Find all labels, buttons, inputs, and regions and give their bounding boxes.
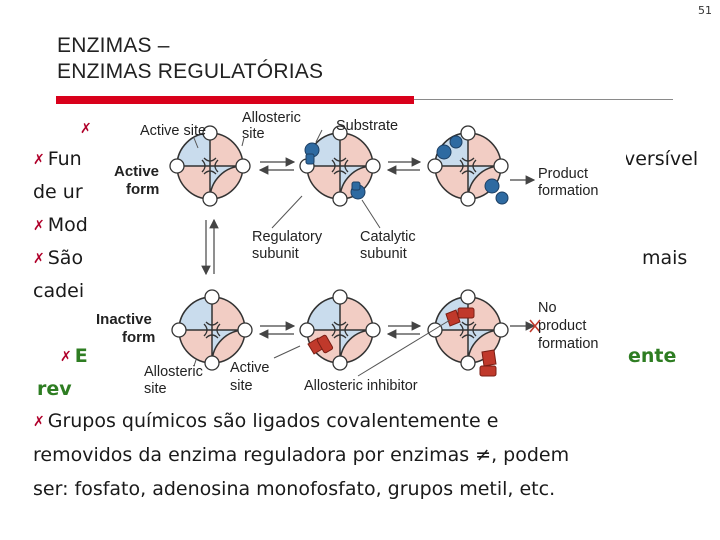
bottom-arrows: [258, 319, 541, 339]
vertical-arrows: [201, 218, 219, 276]
title-accent-bar: [56, 96, 414, 104]
slide-title-line-1: ENZIMAS –: [57, 34, 170, 57]
label-allosteric-inhibitor: Allosteric inhibitor: [304, 378, 418, 394]
label-regulatory-subunit-1: Regulatory: [252, 229, 323, 245]
enzyme-inactive-form-3: [427, 289, 509, 371]
text-de-ur: de ur: [33, 181, 83, 203]
text-mais: mais: [642, 247, 688, 269]
allosteric-regulation-figure: Active site Allosteric site Substrate Ac…: [94, 108, 626, 404]
label-bottom-active-site-1: Active: [230, 360, 270, 376]
label-no-product-2: product: [538, 318, 586, 334]
label-active-site: Active site: [140, 123, 206, 139]
label-bottom-allosteric-site-1: Allosteric: [144, 364, 203, 380]
label-inactive-form-2: form: [122, 329, 155, 346]
bullet-mod: ✗Mod: [33, 214, 88, 238]
label-active-form-2: form: [126, 181, 159, 198]
slide-title-line-2: ENZIMAS REGULATÓRIAS: [57, 60, 324, 83]
top-arrows: [258, 157, 536, 185]
enzyme-active-form-2: [299, 125, 381, 207]
bullet-sao: ✗São: [33, 247, 83, 271]
substrate-molecules: [304, 135, 509, 205]
bullet-green: ✗E: [60, 345, 88, 369]
label-inactive-form-1: Inactive: [96, 311, 152, 328]
text-grupos-2: removidos da enzima reguladora por enzim…: [33, 444, 570, 466]
text-grupos-1: Grupos químicos são ligados covalentemen…: [47, 410, 499, 432]
text-grupos-3: ser: fosfato, adenosina monofosfato, gru…: [33, 478, 556, 500]
text-green-e: E: [74, 345, 88, 367]
label-no-product-1: No: [538, 300, 557, 316]
text-mod: Mod: [47, 214, 88, 236]
text-fun: Fun: [47, 148, 82, 170]
text-green-rev: rev: [37, 378, 72, 400]
bullet-icon: ✗: [33, 251, 45, 267]
bullet-icon: ✗: [33, 218, 45, 234]
label-catalytic-subunit-2: subunit: [360, 246, 407, 262]
allosteric-inhibitor-molecules: [307, 307, 497, 377]
pointer-lines: [193, 129, 451, 377]
bullet-icon: ✗: [60, 349, 72, 365]
label-bottom-active-site-2: site: [230, 378, 253, 394]
label-product-formation-1: Product: [538, 166, 588, 182]
enzyme-active-form-3: [427, 125, 509, 207]
label-bottom-allosteric-site-2: site: [144, 381, 167, 397]
label-allosteric-site-1: Allosteric: [242, 110, 301, 126]
label-allosteric-site-2: site: [242, 126, 265, 142]
text-sao: São: [47, 247, 84, 269]
label-catalytic-subunit-1: Catalytic: [360, 229, 416, 245]
bullet-funcao: ✗Fun: [33, 148, 82, 172]
label-no-product-3: formation: [538, 336, 598, 352]
text-green-ente: ente: [628, 345, 677, 367]
label-substrate: Substrate: [336, 118, 398, 134]
label-active-form-1: Active: [114, 163, 159, 180]
label-regulatory-subunit-2: subunit: [252, 246, 299, 262]
text-versivel: versível: [624, 148, 699, 170]
enzyme-inactive-form-2: [299, 289, 381, 371]
page-number: 51: [698, 4, 712, 17]
bullet-icon: ✗: [33, 414, 45, 430]
label-product-formation-2: formation: [538, 183, 598, 199]
figure-svg: Active site Allosteric site Substrate Ac…: [96, 110, 598, 397]
text-cadei: cadei: [33, 280, 85, 302]
bullet-icon: ✗: [80, 121, 92, 137]
enzyme-inactive-form-1: [171, 289, 253, 371]
bullet-covered: ✗: [80, 117, 95, 141]
bullet-grupos: ✗Grupos químicos são ligados covalenteme…: [33, 410, 498, 434]
bullet-icon: ✗: [33, 152, 45, 168]
